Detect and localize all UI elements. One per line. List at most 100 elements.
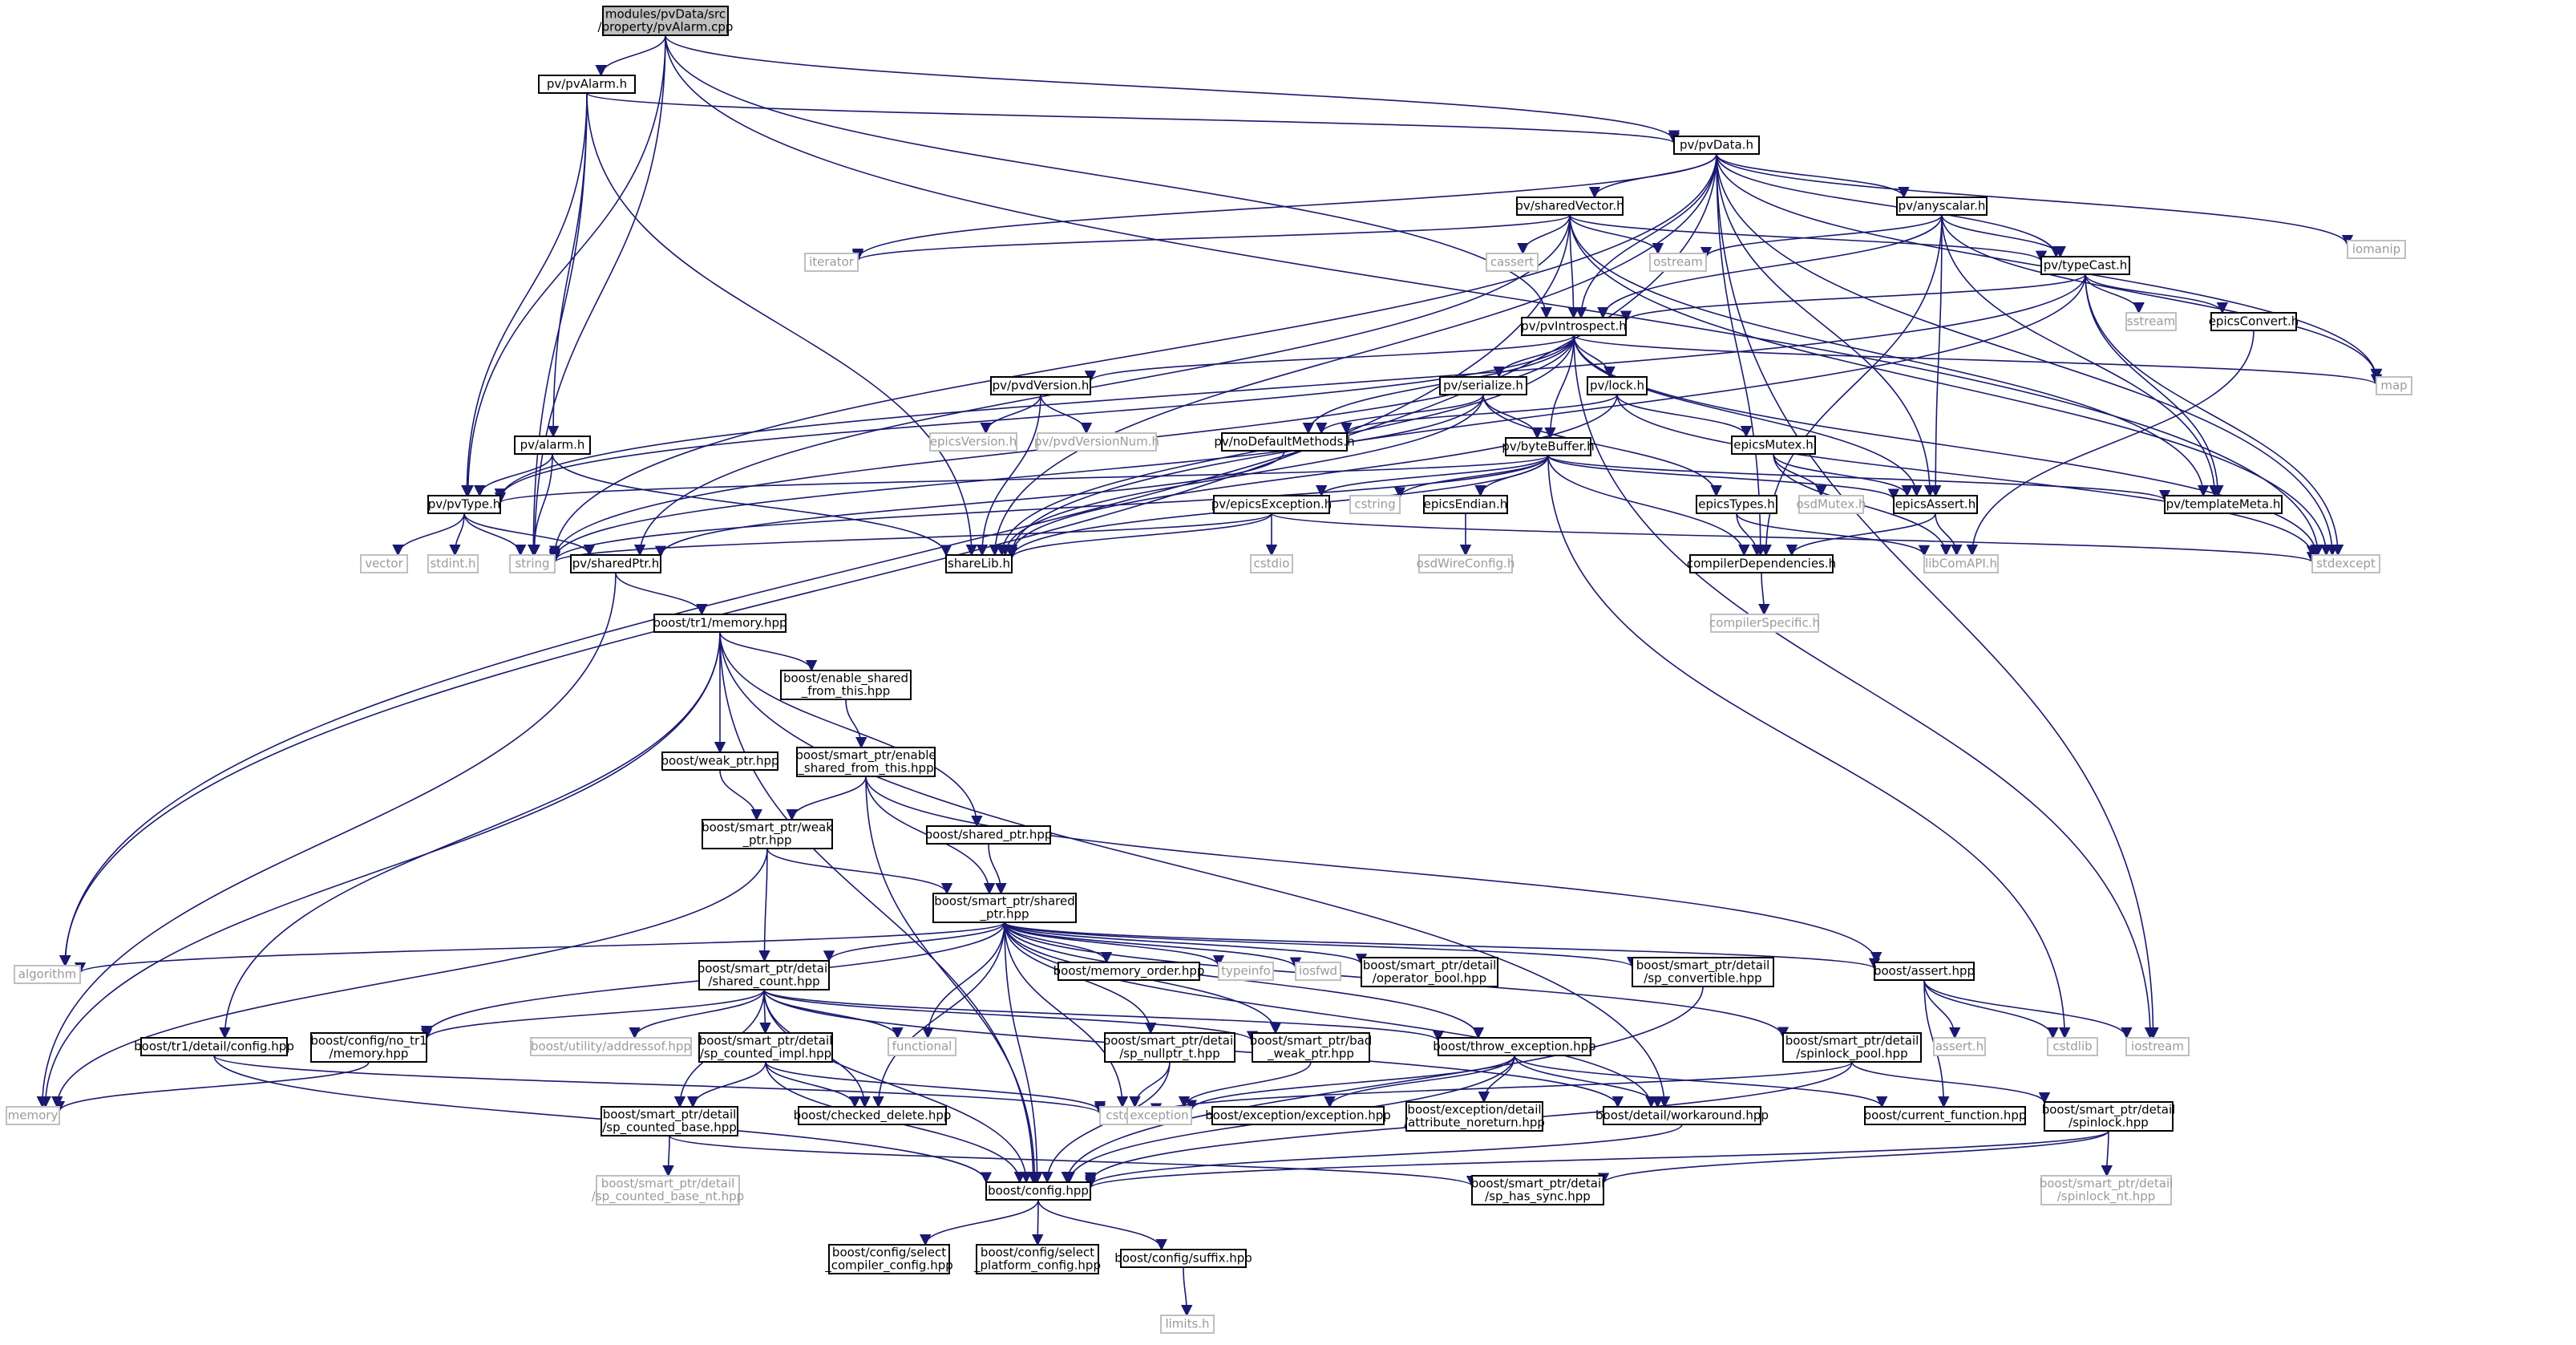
edge-assertHpp-to-iostream bbox=[1923, 979, 2133, 1039]
node-epicsMutex[interactable]: epicsMutex.h bbox=[1731, 436, 1816, 455]
node-sharedCount[interactable]: boost/smart_ptr/detail/shared_count.hpp bbox=[698, 960, 831, 991]
node-selectCompiler[interactable]: boost/config/select_compiler_config.hpp bbox=[824, 1244, 953, 1274]
node-pvDataH[interactable]: pv/pvData.h bbox=[1673, 136, 1760, 155]
edge-sharedPtrHpp-to-spSharedPtr bbox=[988, 843, 1007, 895]
node-checkedDelete[interactable]: boost/checked_delete.hpp bbox=[794, 1106, 952, 1125]
edge-pvDataH-to-iterator bbox=[852, 153, 1717, 261]
edge-pvDataH-to-iomanip bbox=[1716, 153, 2354, 247]
node-currentFunction[interactable]: boost/current_function.hpp bbox=[1864, 1106, 2027, 1125]
node-spCountedImpl[interactable]: boost/smart_ptr/detail/sp_counted_impl.h… bbox=[698, 1032, 833, 1063]
node-box bbox=[360, 554, 408, 573]
node-label: _ptr.hpp bbox=[979, 907, 1029, 922]
node-compilerDeps[interactable]: compilerDependencies.h bbox=[1687, 554, 1836, 573]
node-epicsEndian[interactable]: epicsEndian.h bbox=[1423, 495, 1508, 514]
node-label: boost/smart_ptr/detail bbox=[1471, 1177, 1605, 1192]
edge-spSharedPtr-to-checkedDelete bbox=[872, 922, 1005, 1108]
node-box bbox=[804, 253, 859, 272]
edge-serialize-to-string bbox=[548, 394, 1484, 561]
edge-sharedVector-to-sharedPtr bbox=[633, 214, 1571, 557]
node-pvType[interactable]: pv/pvType.h bbox=[427, 495, 501, 514]
node-label: boost/smart_ptr/detail bbox=[1785, 1034, 1919, 1049]
node-serialize[interactable]: pv/serialize.h bbox=[1439, 376, 1527, 395]
node-label: _ptr.hpp bbox=[742, 833, 791, 849]
node-box bbox=[601, 1106, 738, 1136]
node-label: memory bbox=[8, 1108, 59, 1123]
edge-spinlockPool-to-spinlock bbox=[1851, 1061, 2051, 1104]
node-epicsAssert[interactable]: epicsAssert.h bbox=[1893, 495, 1978, 514]
node-spHasSync[interactable]: boost/smart_ptr/detail/sp_has_sync.hpp bbox=[1471, 1175, 1605, 1205]
node-spSharedPtr[interactable]: boost/smart_ptr/shared_ptr.hpp bbox=[932, 893, 1077, 923]
node-sharedPtrHpp[interactable]: boost/shared_ptr.hpp bbox=[925, 825, 1053, 845]
node-spNullptr[interactable]: boost/smart_ptr/detail/sp_nullptr_t.hpp bbox=[1103, 1032, 1237, 1063]
node-typeCast[interactable]: pv/typeCast.h bbox=[2040, 256, 2130, 275]
node-label: osdWireConfig.h bbox=[1417, 557, 1515, 571]
node-tr1memory[interactable]: boost/tr1/memory.hpp bbox=[653, 614, 787, 633]
node-shareLib[interactable]: shareLib.h bbox=[945, 554, 1013, 573]
node-excException[interactable]: boost/exception/exception.hpp bbox=[1205, 1106, 1391, 1125]
node-spWeakPtr[interactable]: boost/smart_ptr/weak_ptr.hpp bbox=[702, 819, 833, 849]
node-box bbox=[1250, 554, 1293, 573]
node-epicsTypes[interactable]: epicsTypes.h bbox=[1696, 495, 1777, 514]
node-epicsException[interactable]: pv/epicsException.h bbox=[1211, 495, 1332, 514]
node-noDefault[interactable]: pv/noDefaultMethods.h bbox=[1214, 432, 1355, 452]
edge-spSharedPtr-to-workaround bbox=[1004, 922, 1657, 1108]
node-pvAlarmH[interactable]: pv/pvAlarm.h bbox=[538, 75, 636, 94]
node-label: pv/epicsException.h bbox=[1211, 497, 1332, 512]
node-label: iterator bbox=[809, 255, 855, 269]
node-spinlockPool[interactable]: boost/smart_ptr/detail/spinlock_pool.hpp bbox=[1782, 1032, 1922, 1063]
node-label: pv/sharedVector.h bbox=[1515, 199, 1624, 213]
edge-tr1memory-to-sharedPtrHpp bbox=[719, 631, 983, 828]
node-label: map bbox=[2380, 379, 2407, 393]
node-pvdVersion[interactable]: pv/pvdVersion.h bbox=[990, 376, 1091, 395]
node-suffix[interactable]: boost/config/suffix.hpp bbox=[1114, 1249, 1252, 1268]
node-label: epicsConvert.h bbox=[2209, 314, 2299, 329]
node-alarmH[interactable]: pv/alarm.h bbox=[514, 436, 591, 455]
node-box bbox=[702, 819, 833, 849]
node-box bbox=[509, 554, 556, 573]
node-label: limits.h bbox=[1165, 1317, 1209, 1331]
node-operatorBool[interactable]: boost/smart_ptr/detail/operator_bool.hpp bbox=[1361, 957, 1498, 987]
edge-workaround-to-configHpp bbox=[1085, 1124, 1683, 1187]
node-noTr1Memory[interactable]: boost/config/no_tr1/memory.hpp bbox=[310, 1032, 427, 1063]
edge-pvType-to-sharedPtr bbox=[463, 512, 596, 557]
node-selectPlatform[interactable]: boost/config/select_platform_config.hpp bbox=[973, 1244, 1101, 1274]
node-label: boost/weak_ptr.hpp bbox=[661, 754, 778, 769]
node-label: boost/smart_ptr/detail bbox=[699, 1034, 833, 1049]
node-attrNoreturn[interactable]: boost/exception/detail/attribute_noretur… bbox=[1404, 1101, 1545, 1132]
node-throwException[interactable]: boost/throw_exception.hpp bbox=[1433, 1037, 1596, 1056]
node-vector: vector bbox=[360, 554, 408, 573]
node-memoryOrder[interactable]: boost/memory_order.hpp bbox=[1053, 962, 1205, 981]
node-configHpp[interactable]: boost/config.hpp bbox=[985, 1181, 1091, 1201]
node-sharedVector[interactable]: pv/sharedVector.h bbox=[1515, 196, 1624, 216]
node-root[interactable]: modules/pvData/src/property/pvAlarm.cpp bbox=[598, 6, 734, 36]
node-lock[interactable]: pv/lock.h bbox=[1587, 376, 1648, 395]
edge-epicsMutex-to-osdMutex bbox=[1773, 453, 1827, 497]
node-pvIntrospect[interactable]: pv/pvIntrospect.h bbox=[1521, 317, 1627, 336]
node-spConvertible[interactable]: boost/smart_ptr/detail/sp_convertible.hp… bbox=[1632, 957, 1774, 987]
node-templateMeta[interactable]: pv/templateMeta.h bbox=[2164, 495, 2283, 514]
edge-alarmH-to-shareLib bbox=[552, 453, 952, 557]
node-enableShared[interactable]: boost/enable_shared_from_this.hpp bbox=[780, 670, 912, 700]
node-badWeakPtr[interactable]: boost/smart_ptr/bad_weak_ptr.hpp bbox=[1250, 1032, 1373, 1063]
node-spEnableShared[interactable]: boost/smart_ptr/enable_shared_from_this.… bbox=[795, 747, 936, 777]
edge-serialize-to-noDefault bbox=[1316, 394, 1484, 435]
node-assertHpp[interactable]: boost/assert.hpp bbox=[1874, 962, 1975, 981]
node-label: pv/sharedPtr.h bbox=[572, 557, 660, 571]
edge-sharedPtr-to-tr1memory bbox=[615, 572, 708, 616]
node-box bbox=[661, 751, 778, 771]
node-label: exception bbox=[1130, 1108, 1188, 1123]
edge-anyscalar-to-epicsAssert bbox=[1930, 214, 1943, 497]
edge-throwException-to-exception bbox=[1185, 1055, 1515, 1112]
node-byteBuffer[interactable]: pv/byteBuffer.h bbox=[1502, 437, 1595, 456]
node-tr1Config[interactable]: boost/tr1/detail/config.hpp bbox=[134, 1037, 294, 1056]
node-workaround[interactable]: boost/detail/workaround.hpp bbox=[1595, 1106, 1769, 1125]
node-sharedPtr[interactable]: pv/sharedPtr.h bbox=[570, 554, 661, 573]
node-box bbox=[1632, 957, 1774, 987]
node-epicsConvert[interactable]: epicsConvert.h bbox=[2209, 312, 2299, 331]
node-weakPtr[interactable]: boost/weak_ptr.hpp bbox=[661, 751, 779, 771]
node-anyscalar[interactable]: pv/anyscalar.h bbox=[1896, 196, 1988, 216]
edge-alarmH-to-string bbox=[528, 453, 553, 557]
node-spCountedBase[interactable]: boost/smart_ptr/detail/sp_counted_base.h… bbox=[601, 1106, 738, 1136]
node-spinlock[interactable]: boost/smart_ptr/detail/spinlock.hpp bbox=[2042, 1101, 2176, 1132]
node-box bbox=[310, 1032, 427, 1063]
